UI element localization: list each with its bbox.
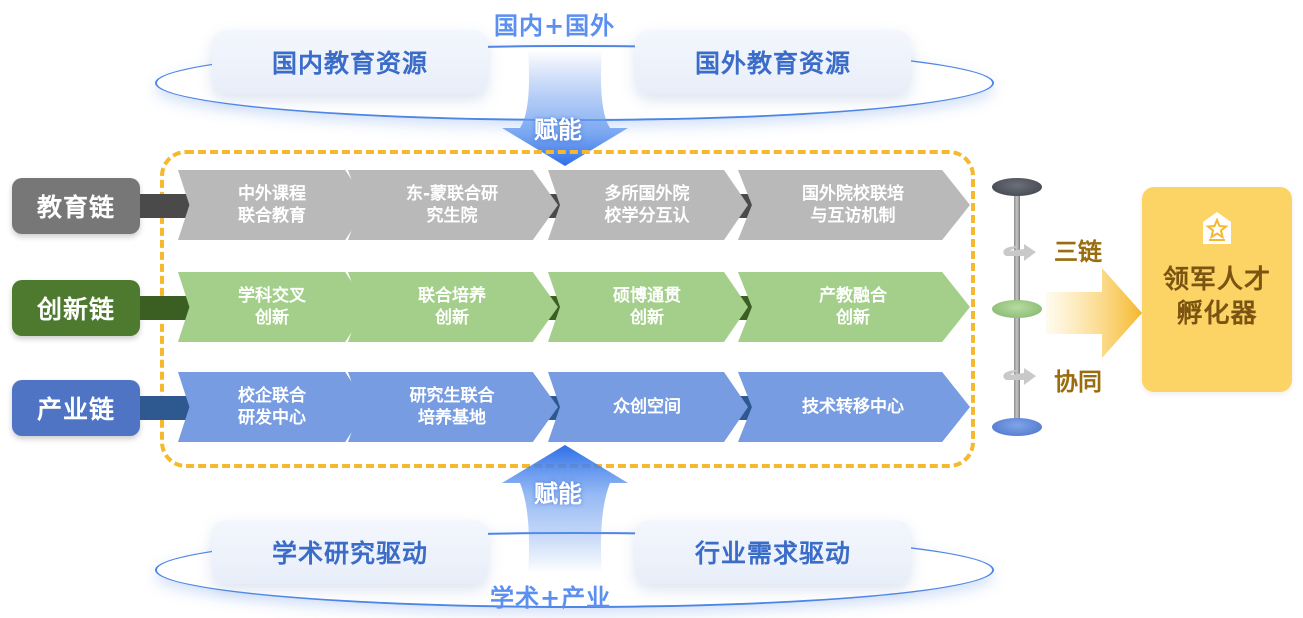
chain-step: 国外院校联培与互访机制 xyxy=(738,170,970,240)
chain-step-line2: 创新 xyxy=(255,308,289,328)
top-title: 国内+国外 xyxy=(494,12,616,40)
chain-label: 产业链 xyxy=(12,380,140,436)
chain-step-line1: 校企联合 xyxy=(238,386,306,406)
industry-driver-label: 行业需求驱动 xyxy=(694,539,851,568)
incubator-title-line1: 领军人才 xyxy=(1162,265,1271,295)
chain-step-line2: 创新 xyxy=(435,308,469,328)
top-empower-label: 赋能 xyxy=(534,116,582,144)
chain-label: 教育链 xyxy=(12,178,140,234)
output-arrow-icon xyxy=(1046,268,1142,358)
domestic-resource-card: 国内教育资源 xyxy=(212,30,488,94)
chain-step: 东-蒙联合研究生院 xyxy=(348,170,558,240)
chain-step-line1: 研究生联合 xyxy=(409,386,495,406)
chain-step-line1: 东-蒙联合研 xyxy=(405,184,499,204)
bottom-empower-label: 赋能 xyxy=(534,480,582,508)
academic-driver-card: 学术研究驱动 xyxy=(212,520,488,584)
chain-step: 研究生联合培养基地 xyxy=(348,372,558,442)
chain-step-line2: 究生院 xyxy=(426,206,478,226)
synergy-label-bottom: 协同 xyxy=(1054,368,1102,396)
chain-step-line2: 研发中心 xyxy=(238,408,306,428)
chain-step: 多所国外院校学分互认 xyxy=(548,170,748,240)
bottom-title: 学术+产业 xyxy=(490,584,612,612)
chain-step: 联合培养创新 xyxy=(348,272,558,342)
chain-step-line1: 技术转移中心 xyxy=(802,397,904,417)
chain-step-line2: 联合教育 xyxy=(238,206,306,226)
foreign-resource-label: 国外教育资源 xyxy=(694,49,851,78)
top-empower-arrow xyxy=(502,50,628,166)
gear-icon-blue xyxy=(992,418,1042,436)
talent-incubator-card: 领军人才 孵化器 xyxy=(1142,187,1292,392)
chain-step-line2: 与互访机制 xyxy=(810,206,896,226)
chain-step-line1: 联合培养 xyxy=(418,286,486,306)
gear-icon-green xyxy=(992,300,1042,318)
house-star-icon xyxy=(1203,212,1231,244)
gear-icon-gray xyxy=(992,178,1042,196)
chain-step-line1: 众创空间 xyxy=(613,397,681,417)
chain-step: 校企联合研发中心 xyxy=(178,372,368,442)
chain-step-line2: 校学分互认 xyxy=(604,206,690,226)
chain-step: 硕博通贯创新 xyxy=(548,272,748,342)
foreign-resource-card: 国外教育资源 xyxy=(635,30,911,94)
chain-step-line2: 创新 xyxy=(836,308,870,328)
rotate-arrow-icon xyxy=(1003,244,1036,261)
chain-step-line1: 硕博通贯 xyxy=(613,286,681,306)
chain-step: 中外课程联合教育 xyxy=(178,170,368,240)
chain-step-line1: 国外院校联培 xyxy=(802,184,904,204)
bottom-empower-arrow xyxy=(502,445,628,573)
academic-driver-label: 学术研究驱动 xyxy=(271,539,428,568)
chain-step: 学科交叉创新 xyxy=(178,272,368,342)
chain-label: 创新链 xyxy=(12,280,140,336)
chain-step: 众创空间 xyxy=(548,372,748,442)
incubator-title-line2: 孵化器 xyxy=(1176,299,1258,329)
chain-step-line2: 培养基地 xyxy=(418,408,486,428)
chain-step-line2: 创新 xyxy=(630,308,664,328)
chain-step-line1: 产教融合 xyxy=(819,286,887,306)
rotate-arrow-icon xyxy=(1003,368,1036,385)
chain-step-line1: 多所国外院 xyxy=(604,184,690,204)
chain-step-line1: 中外课程 xyxy=(238,184,306,204)
industry-driver-card: 行业需求驱动 xyxy=(635,520,911,584)
synergy-label-top: 三链 xyxy=(1054,238,1102,266)
chain-step-line1: 学科交叉 xyxy=(238,286,306,306)
chain-step: 技术转移中心 xyxy=(738,372,970,442)
chain-step: 产教融合创新 xyxy=(738,272,970,342)
domestic-resource-label: 国内教育资源 xyxy=(271,49,428,78)
